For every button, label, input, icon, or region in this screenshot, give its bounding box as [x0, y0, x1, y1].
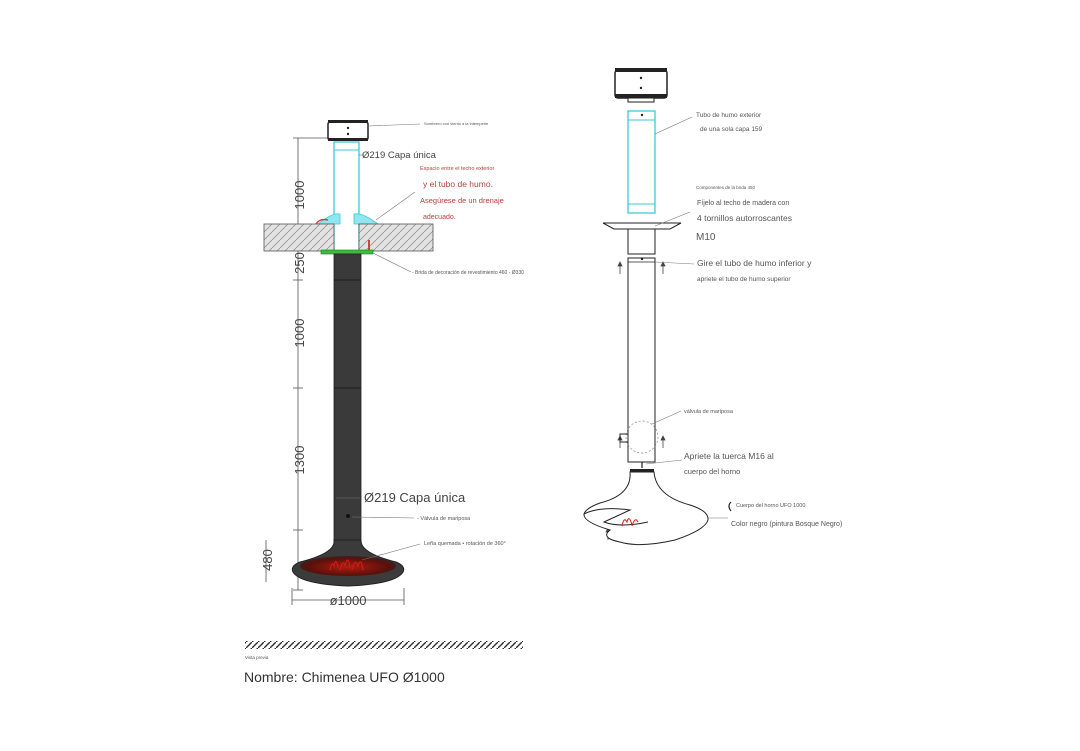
ext-pipe-label-line2: de una sola capa 159 [700, 126, 763, 133]
decoration-flange [320, 249, 374, 255]
dim-480: 480 [260, 549, 275, 571]
right-exploded-assembly: Tubo de humo exterior de una sola capa 1… [583, 68, 842, 546]
body-line1: Cuerpo del horno UFO 1000 [736, 503, 805, 509]
cap-label: Sombrero con viento a la intemperie [424, 121, 489, 126]
dim-250: 250 [292, 252, 307, 274]
flames-exploded [621, 518, 639, 527]
lower-flue-pipe-exploded [627, 257, 656, 463]
flange-collar [627, 228, 656, 255]
ceiling-flange [602, 222, 682, 230]
flange-line3: M10 [696, 232, 716, 243]
fire-label: Leña quemada • rotación de 360° [424, 541, 506, 547]
gap-note-line3: Asegúrese de un drenaje [420, 196, 504, 205]
roof-slab-right [358, 223, 434, 252]
dim-1000-mid: 1000 [292, 319, 307, 348]
valve-label-right: válvula de mariposa [684, 409, 734, 415]
pipe-label: Ø219 Capa única [364, 490, 466, 505]
ground-hatch [245, 641, 523, 649]
rain-cap [327, 121, 369, 141]
flames [329, 559, 364, 571]
exterior-flue-pipe [627, 110, 656, 214]
butterfly-valve-knob [346, 514, 350, 518]
left-assembly: Sombrero con viento a la intemperie Ø219… [244, 120, 524, 685]
gap-note-line1: Espacio entre el techo exterior [420, 166, 494, 172]
valve-detail-circle [625, 420, 659, 454]
flange-label: - Brida de decoración de revestimiento 4… [412, 270, 524, 276]
ground-label: Vista previa [245, 655, 269, 660]
rain-cap-exploded [614, 69, 668, 99]
rotate-line2: apriete el tubo de humo superior [697, 276, 791, 283]
rotate-line1: Gire el tubo de humo inferior y [697, 258, 812, 268]
top-pipe-label: Ø219 Capa única [362, 150, 437, 161]
flange-header: Componentes de la brida 450 [696, 185, 756, 190]
flange-line1: Fíjelo al techo de madera con [697, 200, 789, 207]
width-dim: ø1000 [330, 593, 367, 608]
valve-label: - Válvula de mariposa [417, 516, 471, 522]
fire-chamber [300, 556, 396, 576]
ufo-stove-body-exploded [583, 471, 709, 546]
upper-flue-pipe [333, 141, 360, 253]
gap-note-line4: adecuado. [423, 214, 456, 221]
gap-note-line2: y el tubo de humo. [423, 179, 493, 189]
nut-line1: Apriete la tuerca M16 al [684, 451, 774, 461]
dim-1300: 1300 [292, 446, 307, 475]
roof-slab-left [263, 223, 335, 252]
nut-line2: cuerpo del horno [684, 467, 740, 476]
ext-pipe-label-line1: Tubo de humo exterior [696, 112, 762, 119]
product-name: Nombre: Chimenea UFO Ø1000 [244, 669, 445, 685]
lower-flue-pipe [333, 253, 362, 545]
flange-line2: 4 tornillos autorroscantes [697, 213, 792, 223]
dim-1000-top: 1000 [292, 181, 307, 210]
body-line2: Color negro (pintura Bosque Negro) [731, 521, 842, 528]
